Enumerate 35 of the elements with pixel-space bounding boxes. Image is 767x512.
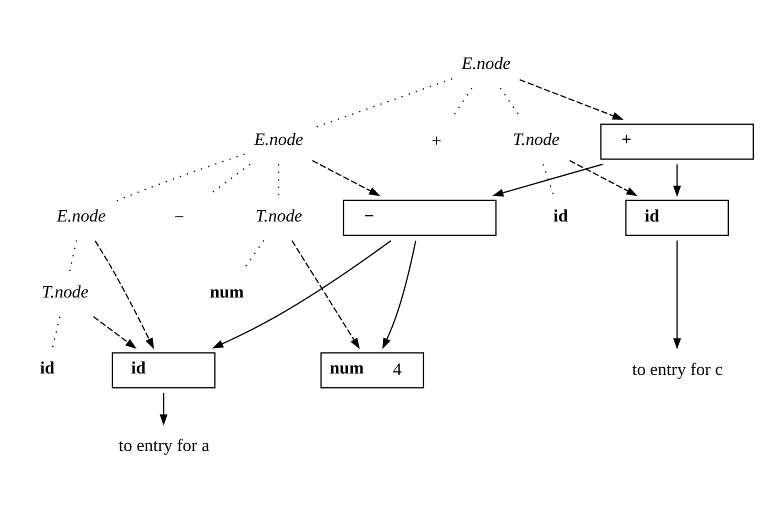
node-text: num [210, 281, 244, 302]
arrow [519, 79, 624, 120]
node-text: T.node [512, 129, 560, 150]
node-text: T.node [42, 281, 89, 302]
node-text: id [553, 205, 568, 226]
arrow [312, 160, 380, 196]
arrow [492, 164, 603, 197]
connector [52, 316, 60, 348]
node-text: id [40, 358, 55, 378]
arrow [673, 240, 682, 350]
node-text: T.node [255, 205, 302, 226]
connector [542, 164, 554, 196]
arrow [291, 240, 360, 350]
arrow [94, 240, 154, 350]
node-text: E.node [56, 205, 106, 226]
node-text: + [432, 130, 442, 150]
connector [114, 154, 245, 202]
node-text: to entry for c [632, 358, 723, 379]
node-text: − [174, 206, 184, 227]
node-box: + [600, 124, 754, 160]
arrow [160, 392, 168, 426]
node-text: E.node [254, 129, 304, 150]
node-box: id [625, 200, 729, 236]
arrow [93, 316, 137, 349]
node-box: num 4 [320, 352, 424, 388]
arrow [212, 240, 392, 349]
arrow [569, 160, 638, 196]
node-text: E.node [462, 52, 511, 73]
node-box: id [112, 352, 216, 388]
connector [242, 240, 264, 272]
node-text: to entry for a [118, 435, 210, 456]
node-box: − [342, 200, 497, 236]
arrow [382, 240, 416, 350]
connector [69, 240, 78, 272]
arrow [673, 164, 682, 198]
